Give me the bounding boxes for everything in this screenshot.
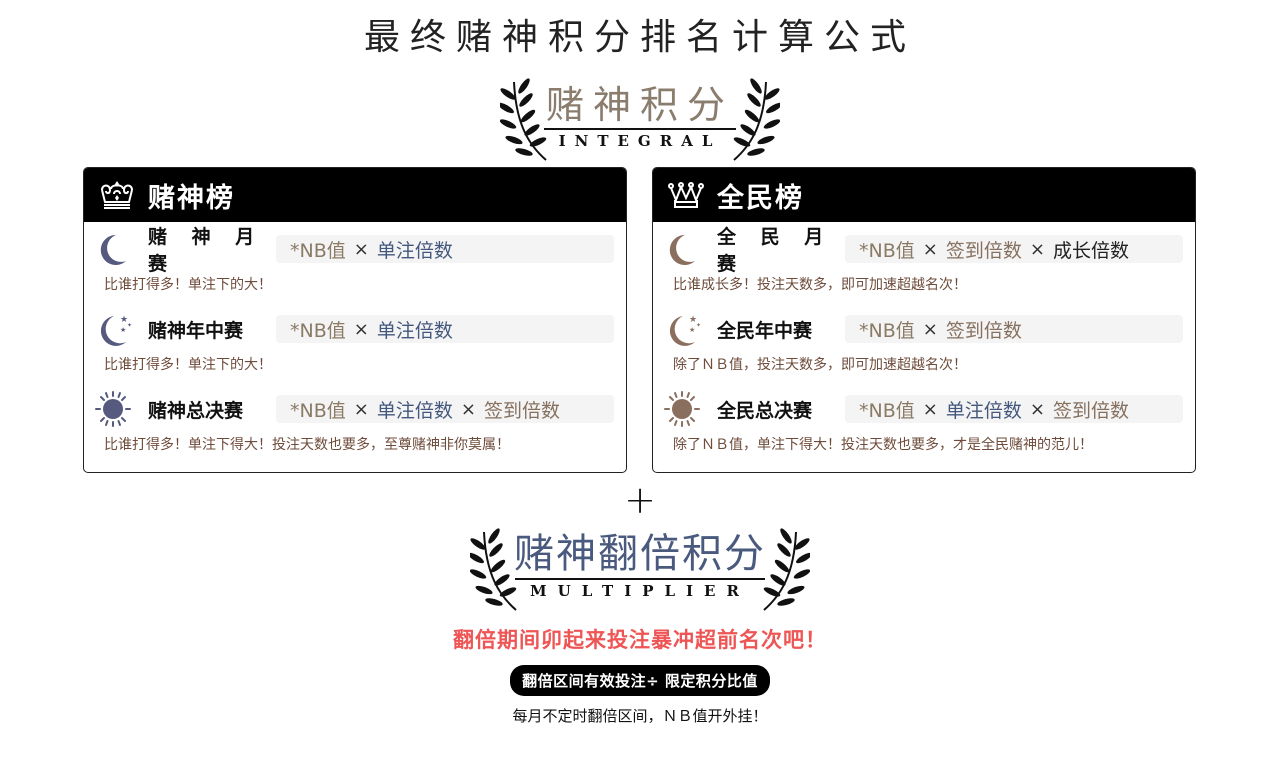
- integral-title-en: INTEGRAL: [558, 132, 722, 150]
- contest-description: 除了ＮＢ值，投注天数多，即可加速超越名次！: [673, 357, 967, 373]
- formula-term-checkin-multiplier: 签到倍数: [945, 239, 1022, 262]
- formula-nb-value: *NB值: [859, 399, 915, 422]
- panel-header: 赌神榜: [84, 168, 626, 222]
- god-ranking-panel: 赌神榜 赌 神 月 赛 *NB值 × 单注倍数 比谁打得多！单注下的大！ ★✦★…: [83, 167, 627, 473]
- times-sign: ×: [460, 398, 476, 420]
- simple-crown-icon: [668, 182, 704, 208]
- times-sign: ×: [353, 238, 369, 260]
- contest-item: 全民总决赛 *NB值 × 单注倍数 × 签到倍数 除了ＮＢ值，单注下得大！投注天…: [664, 391, 1183, 454]
- crescent-moon-icon: [667, 232, 705, 266]
- contest-name: 全民总决赛: [717, 399, 813, 422]
- contest-description: 比谁打得多！单注下的大！: [104, 357, 272, 373]
- multiplier-title-en: MULTIPLIER: [530, 582, 750, 600]
- people-ranking-panel: 全民榜 全 民 月 赛 *NB值 × 签到倍数 × 成长倍数 比谁成长多！投注天…: [652, 167, 1196, 473]
- contest-description: 比谁成长多！投注天数多，即可加速超越名次！: [673, 277, 967, 293]
- formula-box: *NB值 × 单注倍数 × 签到倍数: [276, 395, 614, 423]
- contest-name: 全民年中赛: [717, 319, 813, 342]
- times-sign: ×: [353, 398, 369, 420]
- contest-name: 赌 神 月 赛: [148, 226, 264, 275]
- times-sign: ×: [922, 238, 938, 260]
- page-title: 最终赌神积分排名计算公式: [363, 17, 916, 58]
- formula-term-bet-multiplier: 单注倍数: [945, 399, 1022, 422]
- integral-badge: 赌神积分 INTEGRAL: [0, 76, 1280, 161]
- svg-text:★: ★: [689, 315, 697, 325]
- footnote: 每月不定时翻倍区间，ＮＢ值开外挂！: [512, 707, 768, 725]
- formula-nb-value: *NB值: [859, 239, 915, 262]
- ornate-crown-icon: [101, 181, 133, 209]
- multiplier-title-cn: 赌神翻倍积分: [514, 531, 766, 577]
- formula-term-bet-multiplier: 单注倍数: [376, 239, 453, 262]
- formula-term-checkin-multiplier: 签到倍数: [483, 399, 560, 422]
- times-sign: ×: [353, 318, 369, 340]
- crescent-moon-icon: [98, 232, 136, 266]
- formula-box: *NB值 × 签到倍数 × 成长倍数: [845, 235, 1183, 263]
- integral-title-cn: 赌神积分: [545, 83, 734, 127]
- laurel-right-icon: [733, 78, 780, 161]
- laurel-left-icon: [500, 78, 547, 161]
- contest-name: 赌神总决赛: [148, 399, 244, 422]
- times-sign: ×: [1029, 398, 1045, 420]
- svg-text:★: ★: [120, 326, 126, 334]
- formula-box: *NB值 × 单注倍数: [276, 315, 614, 343]
- divider: [544, 128, 736, 130]
- formula-box: *NB值 × 单注倍数: [276, 235, 614, 263]
- svg-text:✦: ✦: [696, 322, 701, 329]
- formula-nb-value: *NB值: [859, 319, 915, 342]
- moon-stars-icon: ★✦★: [667, 312, 705, 346]
- sun-icon: [664, 391, 705, 427]
- panel-title: 赌神榜: [148, 182, 235, 214]
- svg-text:★: ★: [120, 315, 128, 325]
- panel-header: 全民榜: [653, 168, 1195, 222]
- formula-nb-value: *NB值: [290, 399, 346, 422]
- laurel-right-icon: [763, 528, 810, 611]
- contest-item: 赌神总决赛 *NB值 × 单注倍数 × 签到倍数 比谁打得多！单注下得大！投注天…: [95, 391, 614, 454]
- sun-icon: [95, 391, 136, 427]
- contest-item: ★✦★ 全民年中赛 *NB值 × 签到倍数 除了ＮＢ值，投注天数多，即可加速超越…: [667, 312, 1183, 374]
- panel-title: 全民榜: [717, 182, 804, 214]
- contest-description: 比谁打得多！单注下得大！投注天数也要多，至尊赌神非你莫属！: [104, 437, 510, 453]
- contest-description: 比谁打得多！单注下的大！: [104, 277, 272, 293]
- multiplier-badge: 赌神翻倍积分 MULTIPLIER: [0, 526, 1280, 611]
- svg-text:✦: ✦: [127, 322, 132, 329]
- contest-name: 赌神年中赛: [148, 319, 244, 342]
- times-sign: ×: [1029, 238, 1045, 260]
- svg-text:★: ★: [689, 326, 695, 334]
- contest-item: 全 民 月 赛 *NB值 × 签到倍数 × 成长倍数 比谁成长多！投注天数多，即…: [667, 226, 1183, 294]
- divider: [515, 578, 765, 580]
- times-sign: ×: [922, 398, 938, 420]
- laurel-left-icon: [470, 528, 517, 611]
- formula-term-bet-multiplier: 单注倍数: [376, 399, 453, 422]
- contest-description: 除了ＮＢ值，单注下得大！投注天数也要多，才是全民赌神的范儿！: [673, 437, 1093, 453]
- contest-name: 全 民 月 赛: [717, 226, 833, 275]
- formula-term-bet-multiplier: 单注倍数: [376, 319, 453, 342]
- formula-term-checkin-multiplier: 签到倍数: [945, 319, 1022, 342]
- multiplier-formula-pill: 翻倍区间有效投注÷ 限定积分比值: [510, 665, 770, 696]
- multiplier-formula-wrap: 翻倍区间有效投注÷ 限定积分比值: [0, 665, 1280, 696]
- slogan: 翻倍期间卯起来投注暴冲超前名次吧！: [453, 628, 827, 652]
- formula-term-checkin-multiplier: 签到倍数: [1052, 399, 1129, 422]
- formula-term-growth-multiplier: 成长倍数: [1052, 239, 1129, 262]
- moon-stars-icon: ★✦★: [98, 312, 136, 346]
- formula-box: *NB值 × 单注倍数 × 签到倍数: [845, 395, 1183, 423]
- formula-nb-value: *NB值: [290, 239, 346, 262]
- contest-item: ★✦★ 赌神年中赛 *NB值 × 单注倍数 比谁打得多！单注下的大！: [98, 312, 614, 374]
- times-sign: ×: [922, 318, 938, 340]
- plus-sign: +: [624, 478, 656, 522]
- formula-box: *NB值 × 签到倍数: [845, 315, 1183, 343]
- contest-item: 赌 神 月 赛 *NB值 × 单注倍数 比谁打得多！单注下的大！: [98, 226, 614, 294]
- formula-nb-value: *NB值: [290, 319, 346, 342]
